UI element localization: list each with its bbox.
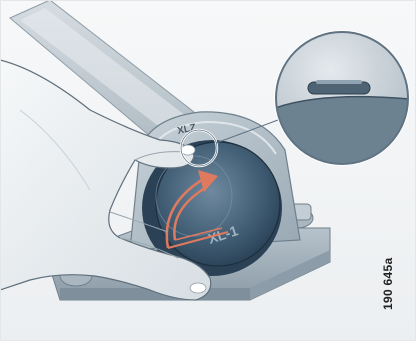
figure-number: 190 645a [381,250,395,310]
thumb-fingernail [190,283,206,293]
